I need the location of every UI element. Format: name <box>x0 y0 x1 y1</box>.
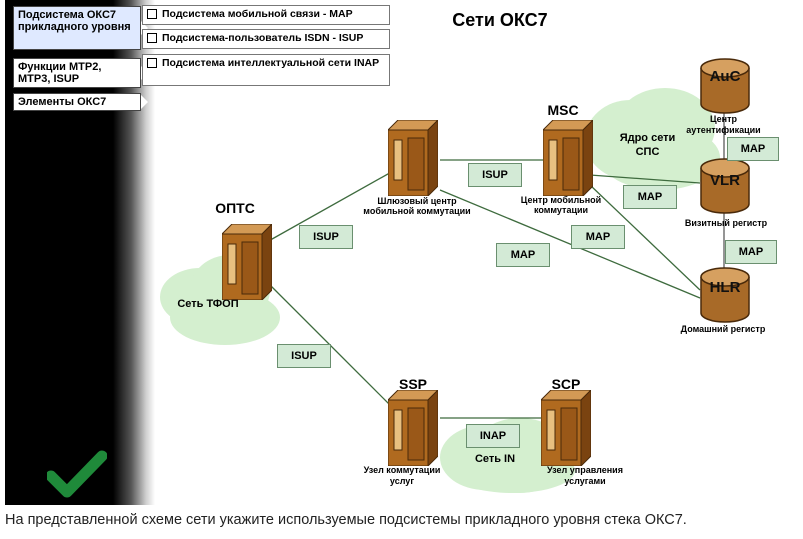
ssp-server-icon <box>388 390 438 466</box>
links-layer <box>264 110 725 419</box>
left-panel: Подсистема ОКС7 прикладного уровня Функц… <box>5 0 155 505</box>
checkbox-icon[interactable] <box>147 58 157 68</box>
menu-item-label: Подсистема ОКС7 прикладного уровня <box>18 9 131 33</box>
ssp-desc: Узел коммутации услуг <box>363 465 441 486</box>
link-msc-hlr <box>589 184 701 291</box>
auc-desc: Центр аутентификации <box>686 114 761 135</box>
checkbox-icon[interactable] <box>147 9 157 19</box>
link-msc-vlr <box>589 174 701 184</box>
gateway-server-icon <box>388 120 438 196</box>
link-gateway-hlr <box>439 189 701 299</box>
menu-item-ss7-elements[interactable]: Элементы ОКС7 <box>13 93 148 111</box>
protocol-map-msc-vlr[interactable]: MAP <box>623 185 677 209</box>
option-label: Подсистема интеллектуальной сети INAP <box>162 57 380 69</box>
diagram-title: Сети ОКС7 <box>452 10 548 30</box>
scp-label: SCP <box>551 376 581 392</box>
hlr-database-icon <box>700 267 750 323</box>
hlr-label: HLR <box>709 279 741 296</box>
protocol-inap[interactable]: INAP <box>466 424 520 448</box>
protocol-map-auc-vlr[interactable]: MAP <box>727 137 779 161</box>
network-stage: Подсистема ОКС7 прикладного уровня Функц… <box>5 0 779 505</box>
option-isup[interactable]: Подсистема-пользователь ISDN - ISUP <box>142 29 390 49</box>
menu-item-mtp-functions[interactable]: Функции МТР2, МТР3, ISUP <box>13 58 148 88</box>
option-inap[interactable]: Подсистема интеллектуальной сети INAP <box>142 54 390 86</box>
cloud-pstn-label: Сеть ТФОП <box>177 298 239 310</box>
option-map[interactable]: Подсистема мобильной связи - MAP <box>142 5 390 25</box>
protocol-isup-opts-gateway[interactable]: ISUP <box>299 225 353 249</box>
opts-server-icon <box>222 224 272 300</box>
question-caption: На представленной схеме сети укажите исп… <box>5 512 687 528</box>
checkmark-icon[interactable] <box>47 450 107 500</box>
scp-server-icon <box>541 390 591 466</box>
msc-server-icon <box>543 120 593 196</box>
option-label: Подсистема мобильной связи - MAP <box>162 8 353 20</box>
gateway-label: Шлюзовый центр мобильной коммутации <box>363 196 471 216</box>
protocol-map-vlr-hlr[interactable]: MAP <box>725 240 777 264</box>
menu-item-app-layer[interactable]: Подсистема ОКС7 прикладного уровня <box>13 6 148 50</box>
menu-item-label: Элементы ОКС7 <box>18 96 107 108</box>
auc-label: AuC <box>709 68 741 85</box>
vlr-desc: Визитный регистр <box>684 218 768 228</box>
link-opts-gateway <box>264 169 396 244</box>
opts-label: ОПТС <box>215 200 255 216</box>
ssp-label: SSP <box>398 376 427 392</box>
cloud-in-label: Сеть IN <box>474 453 516 465</box>
protocol-map-gateway-hlr[interactable]: MAP <box>496 243 550 267</box>
hlr-desc: Домашний регистр <box>680 324 766 334</box>
cloud-core-label: Ядро сети СПС <box>619 132 676 158</box>
option-label: Подсистема-пользователь ISDN - ISUP <box>162 32 364 44</box>
protocol-isup-gateway-msc[interactable]: ISUP <box>468 163 522 187</box>
menu-item-label: Функции МТР2, МТР3, ISUP <box>18 61 102 85</box>
protocol-isup-opts-ssp[interactable]: ISUP <box>277 344 331 368</box>
scp-desc: Узел управления услугами <box>547 465 623 486</box>
msc-desc: Центр мобильной коммутации <box>520 195 602 215</box>
vlr-database-icon <box>700 158 750 214</box>
vlr-label: VLR <box>710 172 740 189</box>
auc-database-icon <box>700 58 750 114</box>
checkbox-icon[interactable] <box>147 33 157 43</box>
protocol-map-msc-hlr[interactable]: MAP <box>571 225 625 249</box>
msc-label: MSC <box>547 102 579 118</box>
